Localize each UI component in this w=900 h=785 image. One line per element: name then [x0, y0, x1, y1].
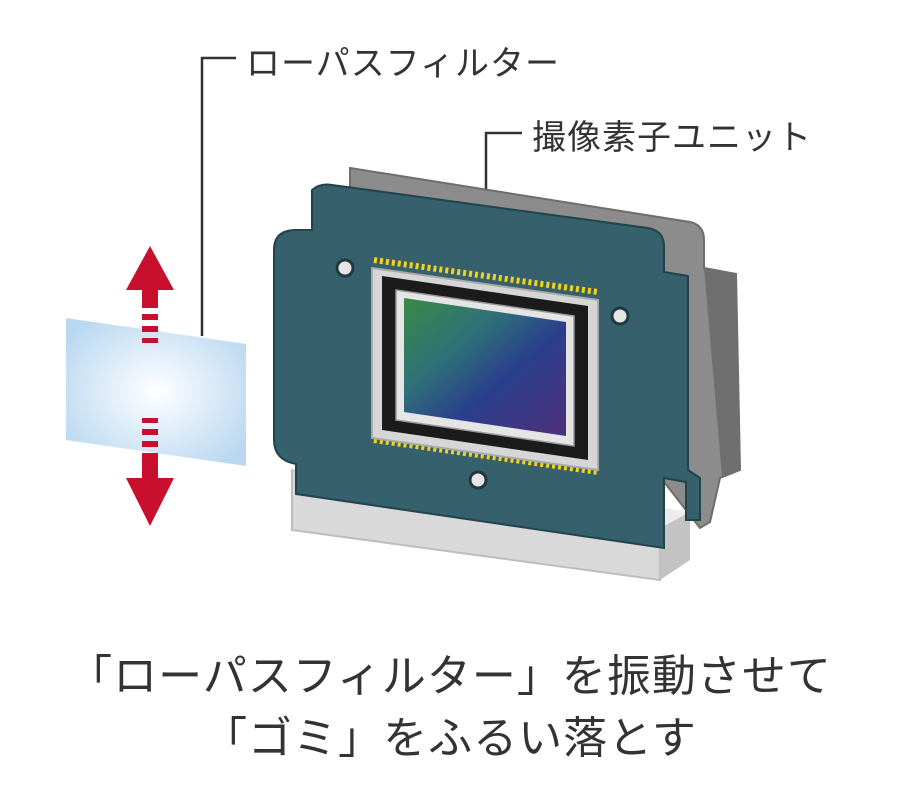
leader-line-sensor-unit	[484, 131, 522, 212]
caption-line-1: 「ローパスフィルター」を振動させて	[68, 651, 832, 702]
up-arrow-icon	[126, 246, 174, 343]
low-pass-filter-label: ローパスフィルター	[246, 44, 560, 84]
sensor-package	[371, 266, 599, 472]
image-sensor-unit-label: 撮像素子ユニット	[532, 118, 812, 158]
screw-holes	[335, 258, 630, 490]
leader-line-low-pass-filter	[200, 56, 236, 336]
caption-line-2: 「ゴミ」をふるい落とす	[203, 713, 697, 764]
sensor-pins-top	[373, 257, 599, 295]
sensor-shake-diagram	[66, 56, 742, 582]
sensor-pins-bottom	[373, 437, 599, 475]
low-pass-filter-panel	[66, 318, 246, 466]
down-arrow-icon	[126, 418, 174, 526]
